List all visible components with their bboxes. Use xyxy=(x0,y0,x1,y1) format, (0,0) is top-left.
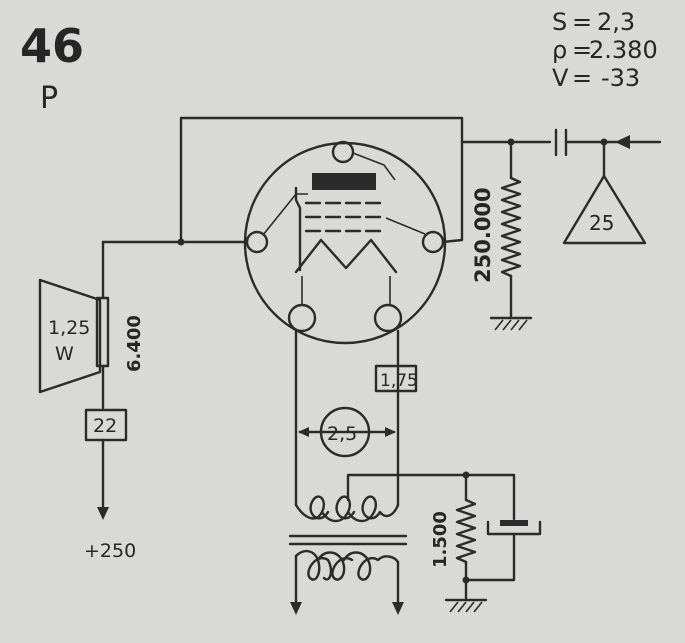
internal-wire-top xyxy=(352,152,396,181)
plate-electrode xyxy=(312,173,376,190)
grid-electrodes xyxy=(304,201,384,233)
pin-filament-left xyxy=(287,303,317,333)
cathode-cap-top-wire xyxy=(464,473,516,521)
spec-rho-symbol: ρ xyxy=(552,36,567,64)
speaker-coil-box xyxy=(95,296,110,368)
tube-number: 46 xyxy=(20,19,84,73)
input-triangle xyxy=(562,174,647,245)
supply-arrow xyxy=(97,507,109,520)
spec-s-value: 2,3 xyxy=(597,8,635,36)
series-box xyxy=(84,408,128,442)
center-tap-wire xyxy=(346,473,468,502)
grid-resistor xyxy=(500,176,522,278)
supply-label: +250 xyxy=(84,540,136,562)
filament-voltage-arrow-left xyxy=(298,427,309,437)
filament-voltage-circle xyxy=(319,406,371,458)
filament-voltage-arrow-right xyxy=(385,427,396,437)
series-box-label: 22 xyxy=(93,415,117,437)
grid-resistor-label: 250.000 xyxy=(471,187,495,283)
spec-block: S = 2,3 ρ = 2.380 V = -33 xyxy=(552,8,658,92)
ground-symbol-cathode xyxy=(444,598,488,613)
output-transformer-label: 6.400 xyxy=(124,315,145,372)
spec-v-symbol: V xyxy=(552,64,569,92)
tube-type-code: P xyxy=(40,81,58,116)
spec-v-eq: = xyxy=(572,64,592,92)
cathode-resistor xyxy=(455,498,477,564)
input-triangle-label: 25 xyxy=(589,211,614,235)
cathode-capacitor xyxy=(486,520,542,536)
coupling-capacitor xyxy=(554,128,568,157)
spec-rho-value: 2.380 xyxy=(589,36,658,64)
pin-filament-right xyxy=(373,303,403,333)
speaker-power-unit: W xyxy=(55,343,74,365)
filament-voltage-label: 2,5 xyxy=(327,423,357,445)
speaker-horn xyxy=(38,278,102,394)
spec-s-eq: = xyxy=(572,8,592,36)
spec-v-value: -33 xyxy=(601,64,640,92)
filament-box xyxy=(374,364,418,393)
pin-right xyxy=(421,230,445,254)
filament-box-label: 1,75 xyxy=(380,371,418,391)
ground-symbol-grid xyxy=(489,316,533,331)
cathode-cap-bottom-wire xyxy=(464,532,516,582)
top-loop-wire xyxy=(179,116,464,244)
spec-rho-eq: = xyxy=(572,36,592,64)
spec-s-symbol: S xyxy=(552,8,567,36)
speaker-power-value: 1,25 xyxy=(48,317,90,339)
input-arrow xyxy=(615,135,630,149)
junction-left xyxy=(177,238,185,246)
secondary-arrow-left xyxy=(290,602,302,615)
internal-wire-right xyxy=(385,217,426,235)
internal-wire-gridleft xyxy=(262,193,308,236)
junction-cathode-bottom xyxy=(462,576,470,584)
secondary-arrow-right xyxy=(392,602,404,615)
pin-top xyxy=(331,140,355,164)
transformer-secondary xyxy=(294,549,400,581)
cathode-resistor-label: 1.500 xyxy=(430,511,451,568)
filament xyxy=(294,238,398,274)
internal-wire-left xyxy=(294,186,302,272)
